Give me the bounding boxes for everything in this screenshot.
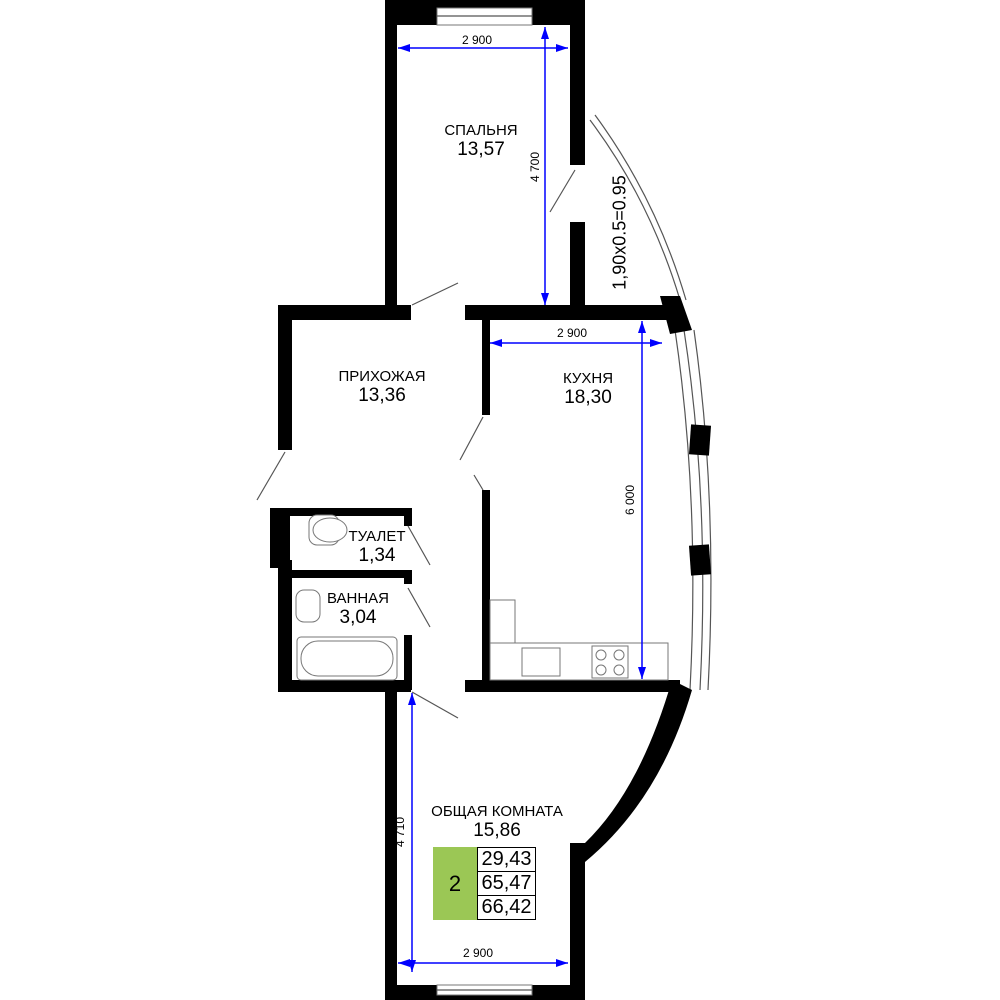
fixtures xyxy=(295,514,669,681)
kitchen-label: КУХНЯ 18,30 xyxy=(563,370,613,409)
dim-living-length: 4 710 xyxy=(393,816,407,848)
room-area: 15,86 xyxy=(473,820,521,841)
living-area-value: 29,43 xyxy=(477,847,536,872)
toilet-label: ТУАЛЕТ 1,34 xyxy=(348,528,405,567)
kitchen-window-outer xyxy=(683,329,704,691)
apartment-legend: 2 29,43 65,47 66,42 xyxy=(433,847,536,920)
sink-icon xyxy=(295,589,321,623)
total-area-value: 65,47 xyxy=(477,871,536,896)
dim-kitchen-width: 2 900 xyxy=(557,326,588,340)
kitchen-window xyxy=(674,329,694,691)
bathroom-label: ВАННАЯ 3,04 xyxy=(327,590,389,629)
room-area: 13,36 xyxy=(358,385,406,406)
balcony-railing xyxy=(589,119,681,301)
room-name: СПАЛЬНЯ xyxy=(444,122,518,139)
rooms-count: 2 xyxy=(433,847,477,920)
dim-bedroom-width: 2 900 xyxy=(462,33,493,47)
room-area: 13,57 xyxy=(457,139,505,160)
dim-living-width: 2 900 xyxy=(463,946,494,960)
room-name: ПРИХОЖАЯ xyxy=(338,368,426,385)
room-name: ТУАЛЕТ xyxy=(348,528,406,545)
total-area-with-balcony-value: 66,42 xyxy=(477,895,536,920)
bedroom-label: СПАЛЬНЯ 13,57 xyxy=(444,122,517,161)
room-name: ВАННАЯ xyxy=(326,590,390,607)
balcony-railing-outer xyxy=(594,114,687,301)
room-area: 18,30 xyxy=(564,387,612,408)
balcony-label: 1,90x0.5=0.95 xyxy=(609,175,630,290)
living-room-label: ОБЩАЯ КОМНАТА 15,86 xyxy=(431,803,563,842)
room-area: 1,34 xyxy=(358,545,396,566)
dimension-lines xyxy=(398,27,662,972)
kitchen-counter xyxy=(489,642,669,681)
doors xyxy=(256,169,576,719)
room-name: КУХНЯ xyxy=(562,370,614,387)
room-area: 3,04 xyxy=(339,607,377,628)
walls xyxy=(270,0,712,1000)
dim-kitchen-length: 6 000 xyxy=(623,484,637,516)
room-name: ОБЩАЯ КОМНАТА xyxy=(431,803,563,820)
hallway-label: ПРИХОЖАЯ 13,36 xyxy=(338,368,425,407)
dim-bedroom-length: 4 700 xyxy=(528,151,542,183)
kitchen-sink-icon xyxy=(521,647,561,677)
